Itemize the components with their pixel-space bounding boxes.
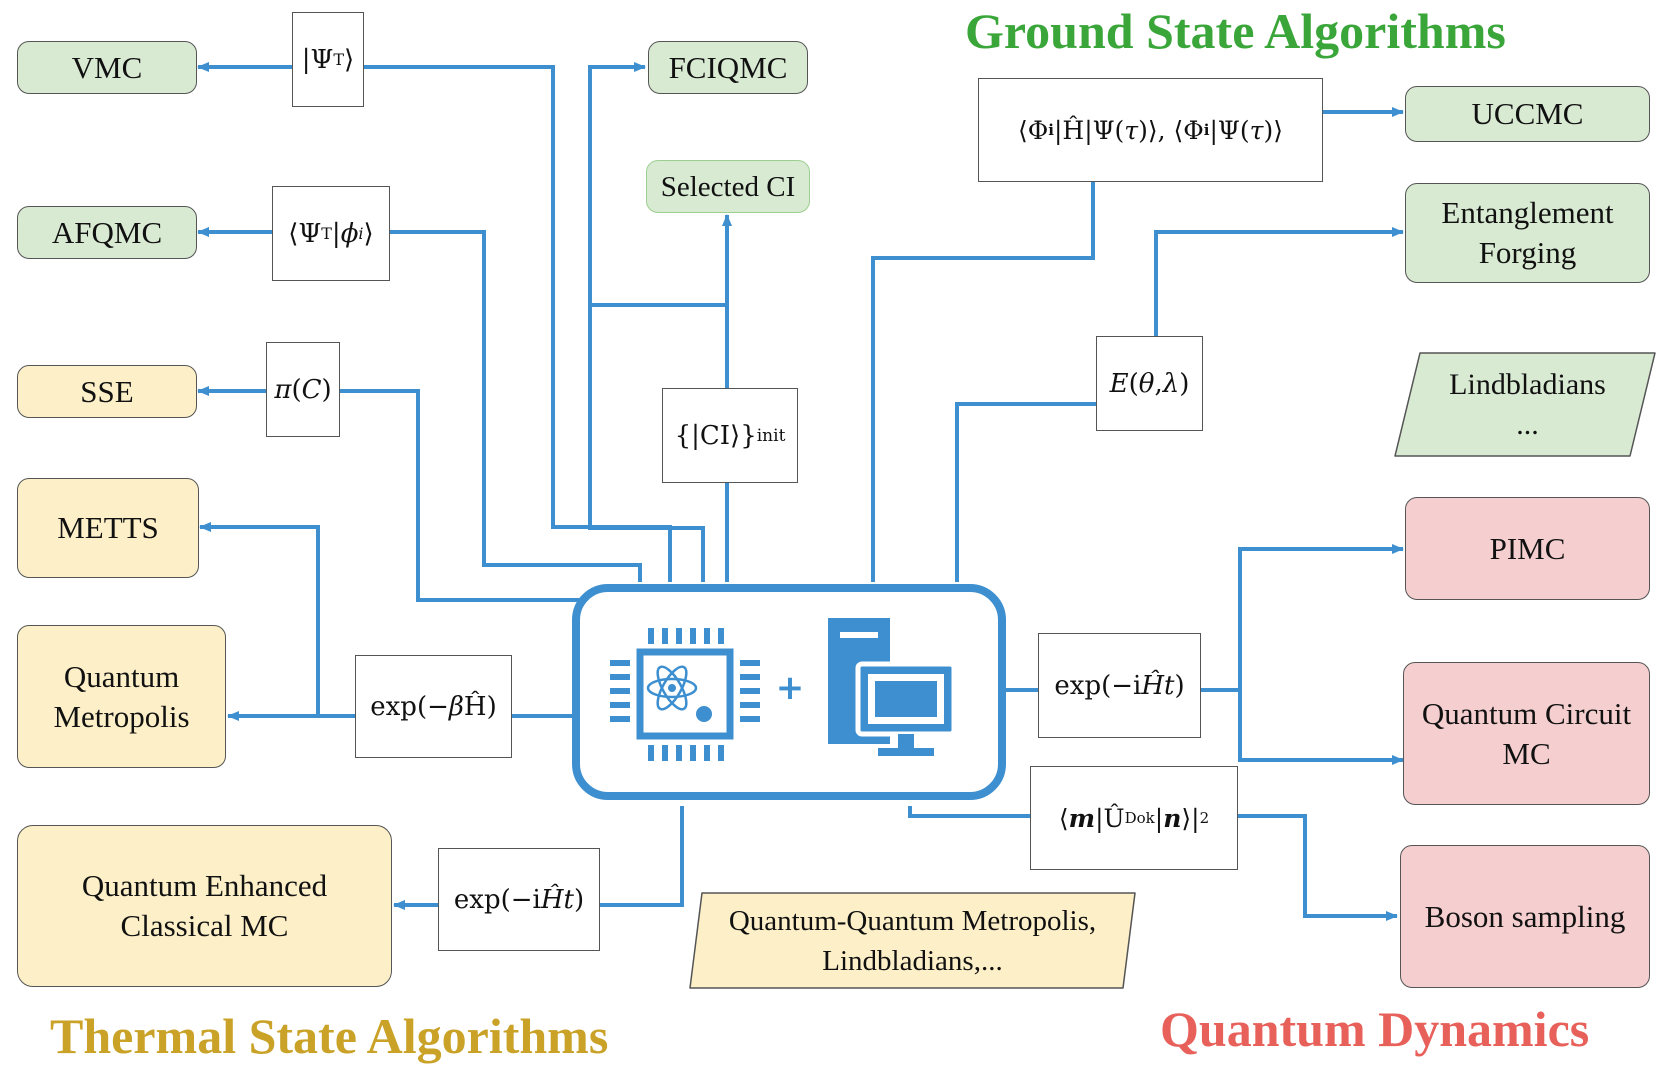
- sse-label: SSE: [80, 373, 134, 409]
- quantum-dynamics-title: Quantum Dynamics: [1160, 1001, 1590, 1057]
- math-pi-c: π(C): [266, 342, 340, 437]
- plus-sign: +: [775, 668, 805, 708]
- vmc-label: VMC: [71, 49, 143, 85]
- fciqmc-label: FCIQMC: [668, 49, 788, 85]
- uccmc-box: UCCMC: [1405, 86, 1650, 142]
- fciqmc-box: FCIQMC: [648, 41, 808, 94]
- qq-metropolis-label-1: Quantum-Quantum Metropolis,: [728, 905, 1097, 937]
- pimc-box: PIMC: [1405, 497, 1650, 600]
- quantum-circuit-mc-box: Quantum Circuit MC: [1403, 662, 1650, 805]
- entanglement-forging-box: Entanglement Forging: [1405, 183, 1650, 283]
- math-e-theta-lambda: E(θ, λ): [1096, 336, 1203, 431]
- qcmc-label-2: MC: [1502, 735, 1551, 771]
- arrow-fciqmc: [588, 62, 705, 582]
- qcmc-label-1: Quantum Circuit: [1421, 695, 1632, 731]
- boson-label: Boson sampling: [1424, 898, 1626, 934]
- metts-box: METTS: [17, 478, 199, 578]
- metts-label: METTS: [57, 510, 159, 545]
- vmc-box: VMC: [17, 41, 197, 94]
- selected-ci-label: Selected CI: [660, 170, 796, 203]
- quantum-metropolis-label-1: Quantum: [63, 658, 180, 694]
- afqmc-box: AFQMC: [17, 206, 197, 259]
- uccmc-label: UCCMC: [1471, 96, 1584, 131]
- qecmc-label-2: Classical MC: [120, 908, 289, 943]
- quantum-metropolis-box: Quantum Metropolis: [17, 625, 226, 768]
- arrow-boson: [908, 806, 1398, 921]
- entanglement-label-1: Entanglement: [1441, 195, 1614, 230]
- qq-metropolis-label-2: Lindbladians,...: [822, 945, 1003, 977]
- quantum-metropolis-label-2: Metropolis: [53, 698, 190, 734]
- arrow-sse: [197, 386, 610, 602]
- math-ci-init: {|CI⟩}init: [662, 388, 798, 483]
- lindbladians-gs-label-1: Lindbladians: [1449, 368, 1606, 401]
- pimc-label: PIMC: [1489, 530, 1566, 566]
- lindbladians-gs-label-2: ...: [1516, 408, 1539, 441]
- qq-metropolis-text: Quantum-Quantum Metropolis, Lindbladians…: [690, 898, 1135, 984]
- lindbladians-gs-text: Lindbladians ...: [1405, 360, 1650, 450]
- thermal-state-title: Thermal State Algorithms: [50, 1008, 609, 1064]
- arrow-selected-ci: [590, 215, 727, 582]
- afqmc-label: AFQMC: [51, 214, 163, 250]
- selected-ci-box: Selected CI: [646, 160, 810, 213]
- quantum-enhanced-classical-mc-box: Quantum Enhanced Classical MC: [17, 825, 392, 987]
- arrow-qcmc: [1238, 690, 1404, 765]
- boson-sampling-box: Boson sampling: [1400, 845, 1650, 988]
- ground-state-title: Ground State Algorithms: [965, 3, 1506, 59]
- qecmc-label-1: Quantum Enhanced: [81, 868, 328, 903]
- arrow-vmc: [197, 62, 672, 582]
- entanglement-label-2: Forging: [1478, 235, 1577, 270]
- sse-box: SSE: [17, 365, 197, 418]
